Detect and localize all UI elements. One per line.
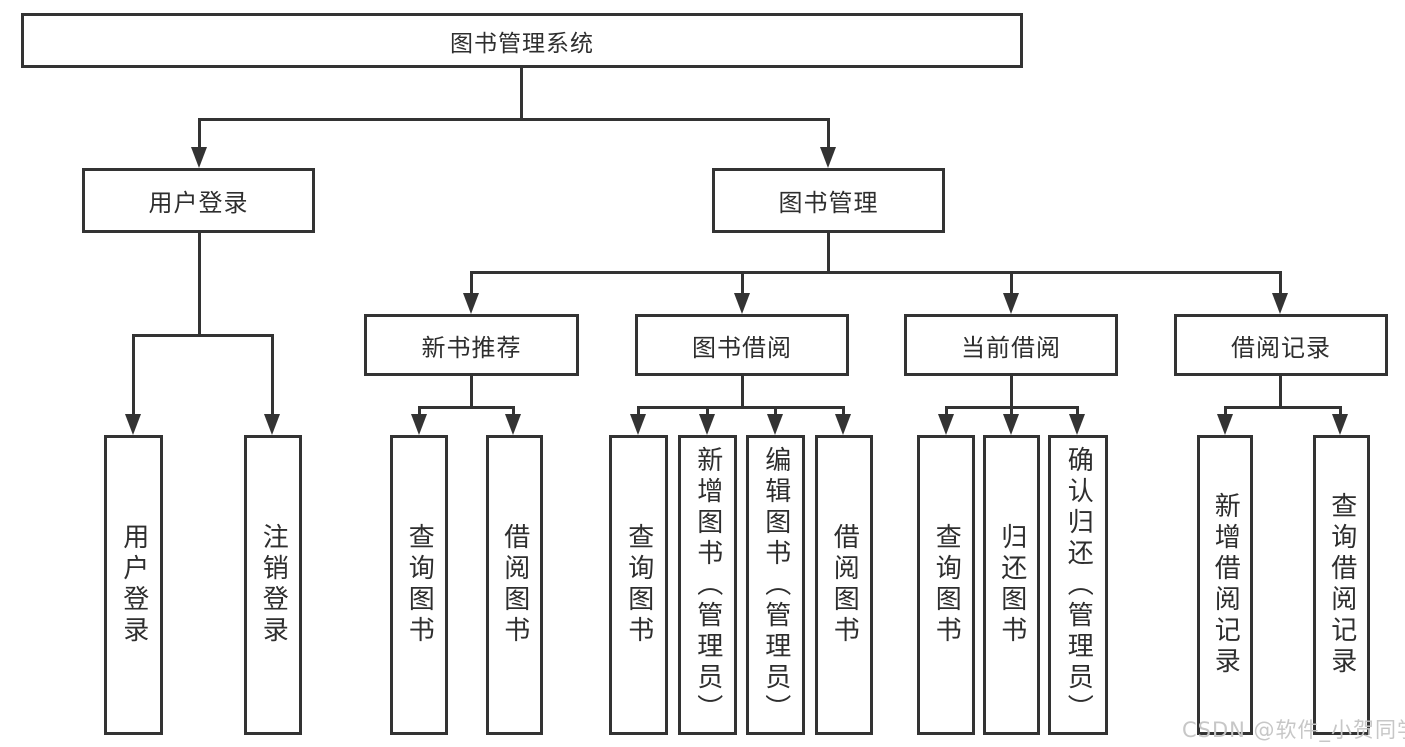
arrow-down-icon [264, 414, 280, 435]
leaf-label: 用户登录 [118, 523, 149, 647]
leaf-borrow-books-recommend: 借阅图书 [486, 435, 543, 735]
leaf-label: 编辑图书（管理员） [760, 445, 791, 725]
arrow-down-icon [1069, 414, 1085, 435]
node-new-book-recommend: 新书推荐 [364, 314, 579, 376]
edge-line [512, 406, 515, 416]
node-label: 图书管理系统 [450, 30, 594, 57]
edge-line [1339, 406, 1342, 416]
leaf-confirm-return-admin: 确认归还（管理员） [1048, 435, 1108, 735]
edge-line [706, 406, 709, 416]
node-label: 用户登录 [148, 189, 249, 217]
edge-line [1279, 271, 1282, 295]
arrow-down-icon [1217, 414, 1233, 435]
arrow-down-icon [191, 147, 207, 168]
edge-line [774, 406, 777, 416]
arrow-down-icon [1332, 414, 1348, 435]
arrow-down-icon [505, 414, 521, 435]
leaf-label: 查询借阅记录 [1326, 492, 1357, 678]
leaf-add-books-admin: 新增图书（管理员） [678, 435, 737, 735]
edge-line [418, 406, 515, 409]
leaf-label: 借阅图书 [499, 523, 530, 647]
leaf-query-books-current: 查询图书 [917, 435, 975, 735]
arrow-down-icon [938, 414, 954, 435]
node-current-borrowing: 当前借阅 [904, 314, 1118, 376]
edge-line [271, 334, 274, 416]
edge-line [1010, 376, 1013, 406]
edge-line [132, 334, 135, 416]
edge-line [1010, 271, 1013, 295]
edge-line [945, 406, 948, 416]
leaf-logout: 注销登录 [244, 435, 302, 735]
leaf-label: 查询图书 [623, 523, 654, 647]
arrow-down-icon [1003, 414, 1019, 435]
arrow-down-icon [699, 414, 715, 435]
node-book-borrowing: 图书借阅 [635, 314, 849, 376]
leaf-query-books-borrowing: 查询图书 [609, 435, 668, 735]
edge-line [1279, 376, 1282, 406]
node-user-login-group: 用户登录 [82, 168, 315, 233]
edge-line [842, 406, 845, 416]
leaf-label: 新增图书（管理员） [692, 445, 723, 725]
leaf-add-borrow-record: 新增借阅记录 [1197, 435, 1253, 735]
csdn-watermark: CSDN @软件_小贺同学 [1182, 718, 1405, 742]
leaf-label: 新增借阅记录 [1210, 492, 1241, 678]
arrow-down-icon [125, 414, 141, 435]
leaf-label: 归还图书 [996, 523, 1027, 647]
edge-line [637, 406, 844, 409]
edge-line [198, 118, 830, 121]
leaf-label: 注销登录 [258, 523, 289, 647]
leaf-return-books: 归还图书 [983, 435, 1040, 735]
node-label: 新书推荐 [421, 333, 522, 362]
edge-line [198, 233, 201, 334]
edge-line [1224, 406, 1227, 416]
node-label: 图书管理 [778, 189, 879, 217]
node-book-management: 图书管理 [712, 168, 945, 233]
arrow-down-icon [1272, 293, 1288, 314]
leaf-label: 查询图书 [404, 523, 435, 647]
arrow-down-icon [820, 147, 836, 168]
edge-line [741, 376, 744, 406]
arrow-down-icon [463, 293, 479, 314]
node-label: 当前借阅 [961, 333, 1061, 362]
leaf-user-login: 用户登录 [104, 435, 163, 735]
leaf-label: 借阅图书 [829, 523, 860, 647]
arrow-down-icon [734, 293, 750, 314]
leaf-edit-books-admin: 编辑图书（管理员） [746, 435, 805, 735]
edge-line [637, 406, 640, 416]
leaf-query-books-recommend: 查询图书 [390, 435, 448, 735]
edge-line [1010, 406, 1013, 416]
node-library-management-system: 图书管理系统 [21, 13, 1023, 68]
leaf-query-borrow-record: 查询借阅记录 [1313, 435, 1370, 735]
edge-line [1224, 406, 1341, 409]
leaf-label: 查询图书 [931, 523, 962, 647]
arrow-down-icon [630, 414, 646, 435]
edge-line [741, 271, 744, 295]
arrow-down-icon [835, 414, 851, 435]
node-label: 借阅记录 [1231, 333, 1331, 362]
edge-line [198, 118, 201, 150]
edge-line [470, 376, 473, 406]
node-borrowing-records: 借阅记录 [1174, 314, 1388, 376]
node-label: 图书借阅 [692, 333, 792, 362]
edge-line [470, 271, 473, 295]
edge-line [827, 233, 830, 271]
edge-line [1076, 406, 1079, 416]
edge-line [418, 406, 421, 416]
arrow-down-icon [411, 414, 427, 435]
leaf-borrow-books: 借阅图书 [815, 435, 873, 735]
edge-line [520, 68, 523, 118]
edge-line [132, 334, 274, 337]
edge-line [470, 271, 1282, 274]
leaf-label: 确认归还（管理员） [1063, 445, 1094, 725]
edge-line [827, 118, 830, 150]
arrow-down-icon [767, 414, 783, 435]
arrow-down-icon [1003, 293, 1019, 314]
